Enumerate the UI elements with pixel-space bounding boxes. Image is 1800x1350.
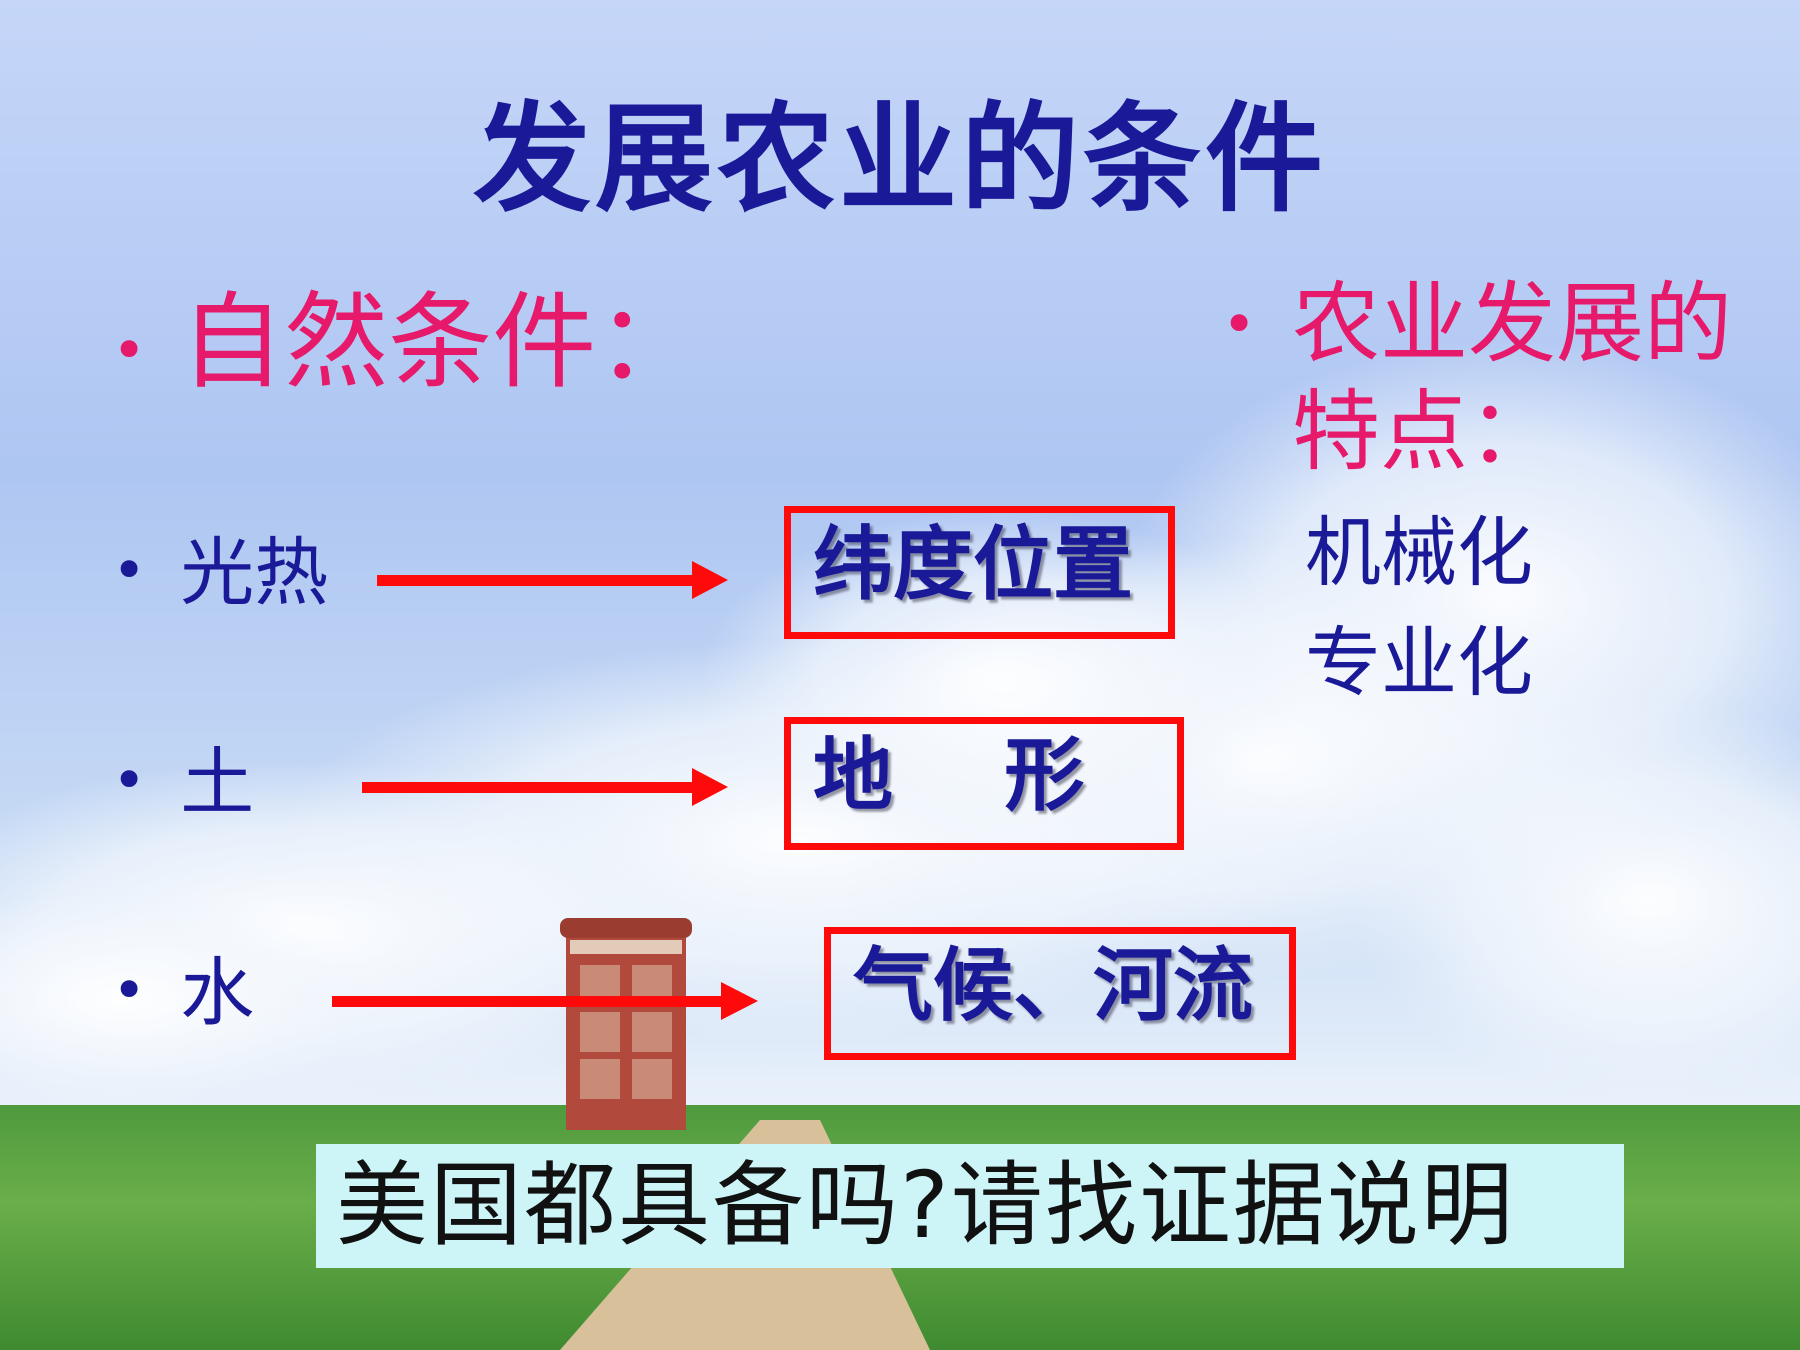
target-label: 纬度位置 [813, 518, 1133, 611]
target-box-latitude: 纬度位置 [784, 506, 1175, 639]
condition-label: 土 [180, 740, 255, 826]
feature-item: 机械化 [1305, 508, 1533, 597]
bullet-dot-icon: • [1222, 290, 1257, 358]
clouds [0, 340, 1800, 1110]
target-label: 气候、河流 [853, 939, 1253, 1032]
question-banner: 美国都具备吗?请找证据说明 [316, 1144, 1624, 1268]
bullet-dot-icon: • [112, 316, 147, 384]
bullet-dot-icon: • [112, 956, 147, 1024]
condition-item-soil: •土 [112, 746, 254, 820]
phone-booth-image [560, 918, 692, 1130]
feature-item: 专业化 [1305, 618, 1533, 707]
right-arrow-icon [377, 561, 728, 599]
condition-item-water: •水 [112, 956, 254, 1030]
bullet-dot-icon: • [112, 746, 147, 814]
target-box-terrain: 地 形 [784, 717, 1184, 850]
slide-title: 发展农业的条件 [472, 90, 1327, 228]
condition-label: 水 [180, 950, 255, 1036]
right-arrow-icon [362, 768, 728, 806]
right-arrow-icon [332, 982, 758, 1020]
question-text: 美国都具备吗?请找证据说明 [336, 1152, 1515, 1259]
condition-item-light-heat: •光热 [112, 536, 328, 610]
agriculture-features-heading: • 农业发展的特点： [1222, 270, 1782, 486]
condition-label: 光热 [180, 530, 329, 616]
target-box-climate-rivers: 气候、河流 [824, 927, 1296, 1060]
agriculture-features-heading-text: 农业发展的特点： [1292, 272, 1733, 483]
target-label: 地 形 [813, 729, 1085, 822]
natural-conditions-heading: •自然条件： [112, 281, 701, 403]
bullet-dot-icon: • [112, 536, 147, 604]
